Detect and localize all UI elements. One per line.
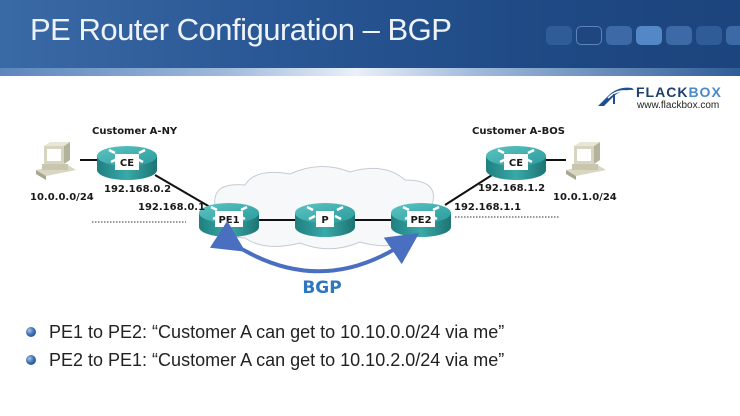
bgp-session-arrow (209, 220, 420, 274)
header-highlight-strip (0, 68, 740, 76)
bgp-label: BGP (302, 278, 341, 298)
progress-tile (576, 26, 602, 45)
bullet-icon (26, 327, 36, 337)
pc-icon-ny (36, 142, 76, 180)
pc-icon-bos (566, 142, 606, 180)
bullet-text: PE1 to PE2: “Customer A can get to 10.10… (49, 321, 505, 342)
site-label-ny: Customer A-NY (92, 126, 178, 137)
router-icon-ce-bos: CE (484, 144, 548, 182)
svg-text:PE1: PE1 (218, 215, 239, 226)
bullet-text: PE2 to PE1: “Customer A can get to 10.10… (49, 349, 505, 370)
bullet-item: PE2 to PE1: “Customer A can get to 10.10… (26, 346, 504, 374)
ip-label-ce-ny: 192.168.0.2 (104, 184, 171, 195)
svg-text:PE2: PE2 (410, 215, 431, 226)
logo-name: FLACKBOX (636, 84, 722, 100)
router-icon-pe1: PE1 (197, 201, 261, 239)
link-pe2-ce (444, 174, 493, 206)
slide-title: PE Router Configuration – BGP (30, 12, 452, 47)
progress-tiles (546, 26, 740, 45)
progress-tile (546, 26, 572, 45)
router-icon-ce-ny: CE (95, 144, 159, 182)
subnet-label-ny: 10.0.0.0/24 (30, 192, 94, 203)
subnet-label-bos: 10.0.1.0/24 (553, 192, 617, 203)
progress-tile (666, 26, 692, 45)
svg-text:P: P (321, 215, 328, 226)
progress-tile (606, 26, 632, 45)
bullet-list: PE1 to PE2: “Customer A can get to 10.10… (26, 318, 504, 374)
site-label-bos: Customer A-BOS (472, 126, 565, 137)
link-ce-pe1 (154, 174, 211, 208)
bridge-icon (598, 87, 634, 106)
router-icon-pe2: PE2 (389, 201, 453, 239)
ip-label-pe2: 192.168.1.1 (454, 202, 521, 213)
router-icon-p: P (293, 201, 357, 239)
ip-label-pe1: 192.168.0.1 (138, 202, 205, 213)
svg-text:CE: CE (509, 158, 523, 169)
bullet-item: PE1 to PE2: “Customer A can get to 10.10… (26, 318, 504, 346)
progress-tile-active (636, 26, 662, 45)
svg-text:CE: CE (120, 158, 134, 169)
ip-label-ce-bos: 192.168.1.2 (478, 183, 545, 194)
progress-tile (696, 26, 722, 45)
progress-tile (726, 26, 740, 45)
logo-url: www.flackbox.com (637, 100, 720, 111)
bullet-icon (26, 355, 36, 365)
